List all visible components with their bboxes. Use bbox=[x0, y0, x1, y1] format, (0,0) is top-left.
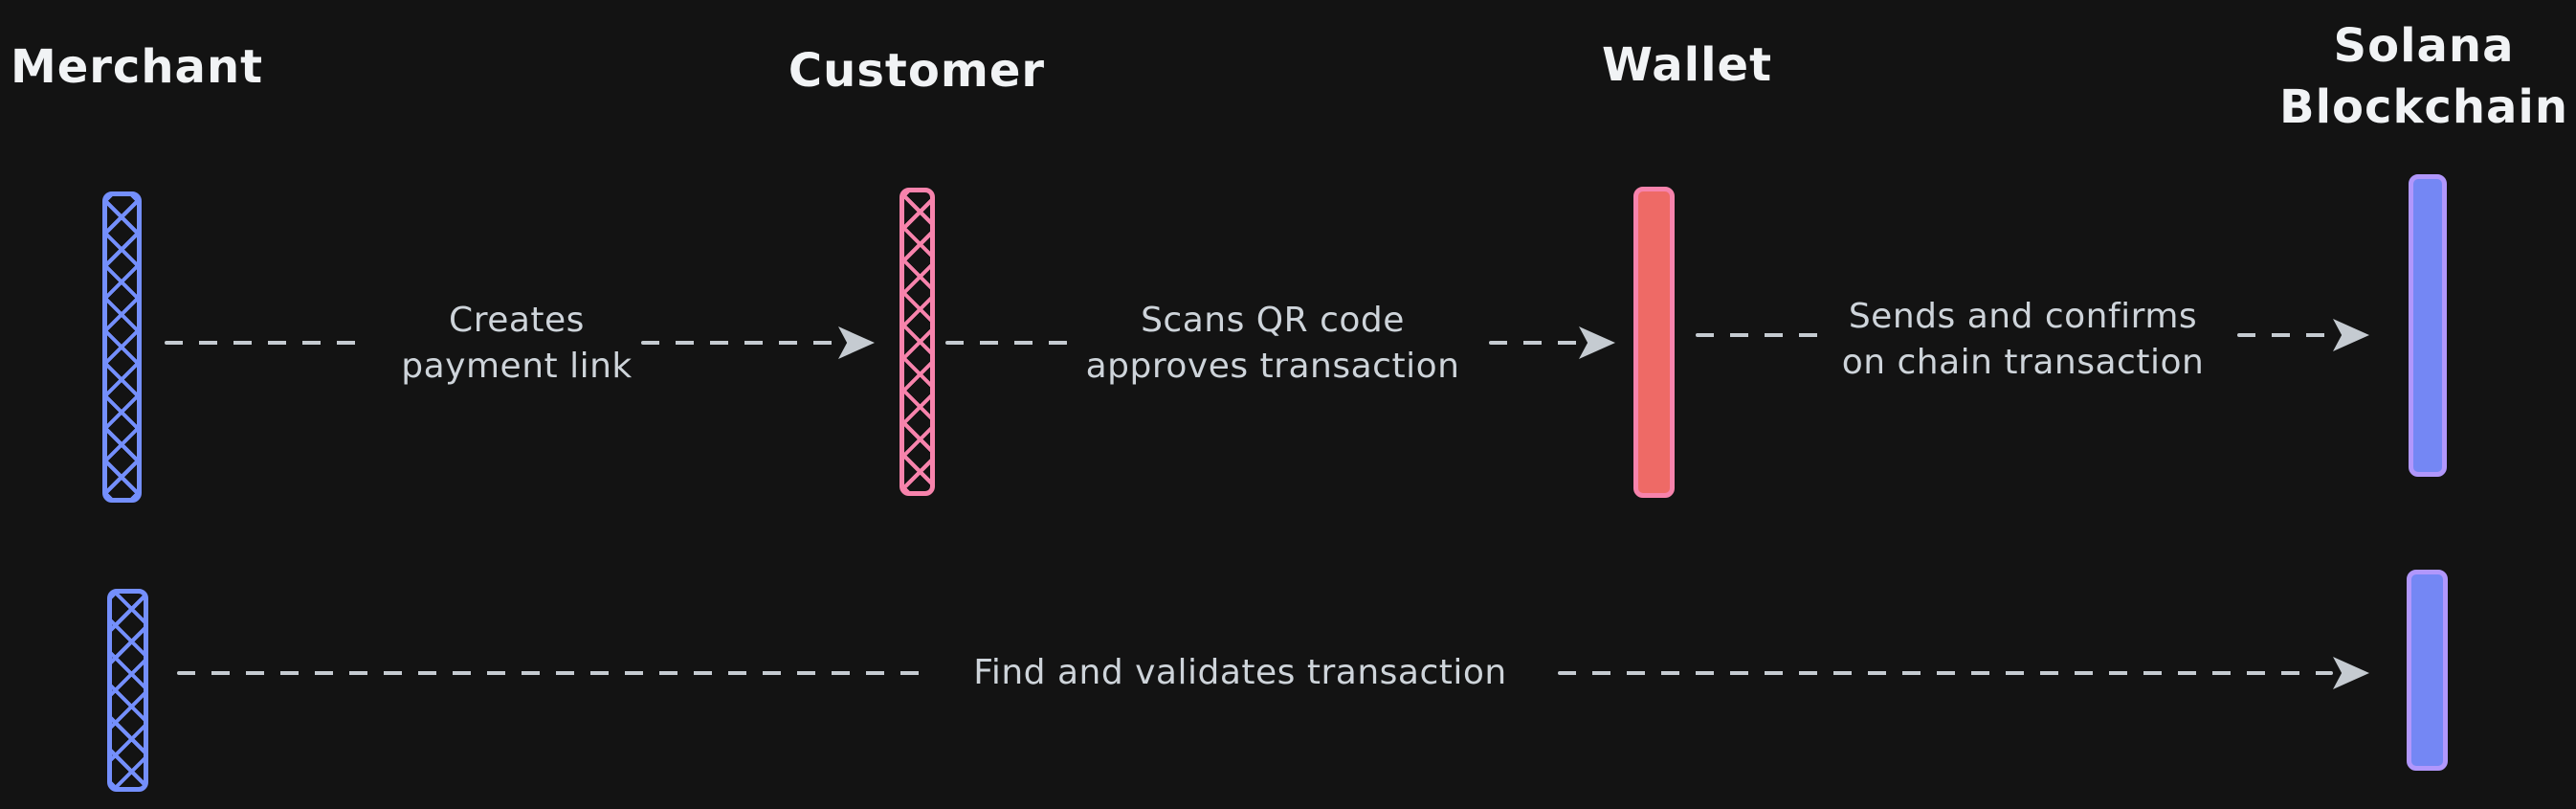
actor-label-solana-line1: Solana bbox=[2333, 19, 2515, 73]
message-2-dash-right bbox=[1489, 341, 1579, 345]
actor-label-customer: Customer bbox=[788, 44, 1046, 98]
message-1-dash-left bbox=[165, 341, 367, 345]
message-1-dash-right bbox=[641, 341, 837, 345]
message-3-arrowhead-icon bbox=[2333, 319, 2369, 351]
message-3-label-line1: Sends and confirms bbox=[1848, 297, 2198, 336]
actor-label-wallet: Wallet bbox=[1601, 38, 1773, 92]
message-4-dash-left bbox=[177, 671, 925, 675]
message-4-arrowhead-icon bbox=[2333, 657, 2369, 689]
message-2-label-line2: approves transaction bbox=[1085, 347, 1460, 386]
message-2-label-line1: Scans QR code bbox=[1141, 301, 1405, 340]
merchant-activation-bar-1 bbox=[102, 191, 142, 503]
message-3-dash-right bbox=[2237, 333, 2333, 337]
solana-activation-bar-1 bbox=[2409, 174, 2447, 477]
message-4-label-line1: Find and validates transaction bbox=[973, 653, 1507, 692]
message-3-label-line2: on chain transaction bbox=[1841, 343, 2205, 382]
actor-label-merchant: Merchant bbox=[10, 40, 264, 94]
message-1-label-line1: Creates bbox=[449, 301, 585, 340]
solana-activation-bar-2 bbox=[2407, 570, 2448, 771]
actor-label-solana-line2: Blockchain bbox=[2278, 80, 2569, 134]
message-1-arrowhead-icon bbox=[838, 326, 875, 359]
message-4-label: Find and validates transaction bbox=[973, 650, 1506, 696]
message-2-dash-left bbox=[945, 341, 1068, 345]
message-1-label-line2: payment link bbox=[401, 347, 633, 386]
customer-activation-bar bbox=[899, 188, 935, 496]
message-2-arrowhead-icon bbox=[1579, 326, 1615, 359]
message-3-label: Sends and confirms on chain transaction bbox=[1842, 294, 2205, 386]
merchant-activation-bar-2 bbox=[107, 589, 148, 792]
message-1-label: Creates payment link bbox=[401, 298, 632, 390]
message-4-dash-right bbox=[1558, 671, 2333, 675]
actor-label-solana-blockchain: Solana Blockchain bbox=[2279, 15, 2568, 138]
wallet-activation-bar bbox=[1633, 187, 1675, 498]
message-2-label: Scans QR code approves transaction bbox=[1086, 298, 1460, 390]
message-3-dash-left bbox=[1696, 333, 1828, 337]
